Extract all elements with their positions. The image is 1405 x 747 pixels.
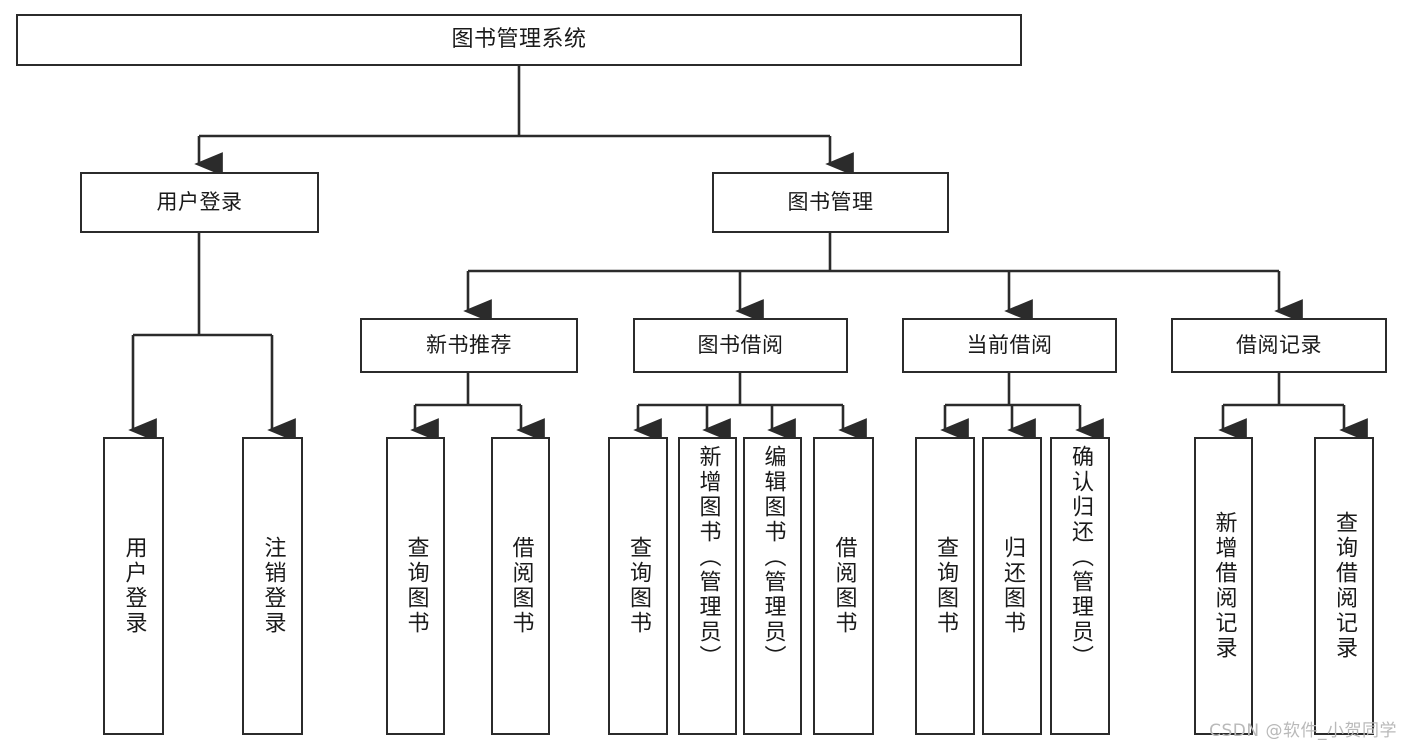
leaf-borrow-add-book-label: 新增图书（管理员）: [695, 445, 721, 670]
node-new-book-recommend-label: 新书推荐: [426, 333, 512, 358]
leaf-borrow-add-book[interactable]: 新增图书（管理员）: [678, 437, 737, 735]
node-book-management-label: 图书管理: [787, 190, 874, 215]
leaf-current-return-book-label: 归还图书: [999, 536, 1025, 636]
leaf-user-login-logout[interactable]: 注销登录: [242, 437, 303, 735]
leaf-current-confirm-return-label: 确认归还（管理员）: [1067, 445, 1093, 670]
leaf-current-return-book[interactable]: 归还图书: [982, 437, 1042, 735]
leaf-borrow-edit-book[interactable]: 编辑图书（管理员）: [743, 437, 802, 735]
node-book-borrow-label: 图书借阅: [697, 333, 784, 358]
watermark-text: CSDN @软件_小贺同学: [1209, 721, 1397, 741]
node-root[interactable]: 图书管理系统: [16, 14, 1022, 66]
leaf-new-book-borrow[interactable]: 借阅图书: [491, 437, 550, 735]
leaf-record-query-record-label: 查询借阅记录: [1331, 511, 1357, 661]
node-book-management[interactable]: 图书管理: [712, 172, 949, 233]
leaf-new-book-query-label: 查询图书: [403, 536, 429, 636]
node-user-login-label: 用户登录: [156, 190, 243, 215]
leaf-borrow-query-book[interactable]: 查询图书: [608, 437, 668, 735]
leaf-record-add-record[interactable]: 新增借阅记录: [1194, 437, 1253, 735]
leaf-new-book-query[interactable]: 查询图书: [386, 437, 445, 735]
node-current-borrow-label: 当前借阅: [966, 333, 1053, 358]
node-root-label: 图书管理系统: [451, 27, 587, 53]
leaf-record-add-record-label: 新增借阅记录: [1211, 511, 1237, 661]
leaf-borrow-query-book-label: 查询图书: [625, 536, 651, 636]
node-current-borrow[interactable]: 当前借阅: [902, 318, 1117, 373]
leaf-current-query-book-label: 查询图书: [932, 536, 958, 636]
node-book-borrow[interactable]: 图书借阅: [633, 318, 848, 373]
leaf-borrow-borrow-book-label: 借阅图书: [831, 536, 857, 636]
leaf-current-query-book[interactable]: 查询图书: [915, 437, 975, 735]
leaf-borrow-edit-book-label: 编辑图书（管理员）: [760, 445, 786, 670]
node-borrow-record-label: 借阅记录: [1236, 333, 1322, 358]
leaf-current-confirm-return[interactable]: 确认归还（管理员）: [1050, 437, 1110, 735]
leaf-borrow-borrow-book[interactable]: 借阅图书: [813, 437, 874, 735]
leaf-user-login-login[interactable]: 用户登录: [103, 437, 164, 735]
leaf-user-login-login-label: 用户登录: [121, 536, 147, 636]
node-user-login[interactable]: 用户登录: [80, 172, 319, 233]
leaf-new-book-borrow-label: 借阅图书: [508, 536, 534, 636]
node-borrow-record[interactable]: 借阅记录: [1171, 318, 1387, 373]
leaf-user-login-logout-label: 注销登录: [260, 536, 286, 636]
leaf-record-query-record[interactable]: 查询借阅记录: [1314, 437, 1374, 735]
node-new-book-recommend[interactable]: 新书推荐: [360, 318, 578, 373]
